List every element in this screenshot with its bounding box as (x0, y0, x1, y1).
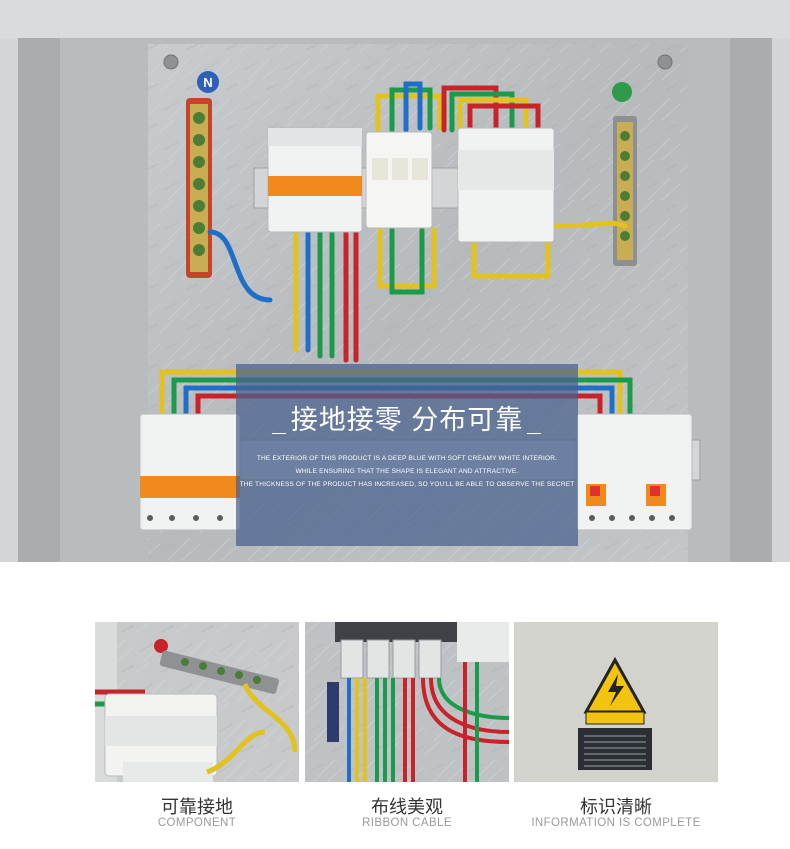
feature-title-wiring: 布线美观 (371, 797, 443, 817)
feature-subtitle-grounding: COMPONENT (157, 817, 237, 829)
feature-title-labeling: 标识清晰 (580, 797, 652, 817)
overlay-text-line-3: THE THICKNESS OF THE PRODUCT HAS INCREAS… (239, 481, 575, 488)
upper-breaker-group (267, 127, 555, 243)
hero-photo: N (0, 0, 790, 562)
n-badge (197, 71, 219, 93)
overlay-rule-right (527, 433, 541, 434)
overlay-panel (236, 364, 578, 546)
overlay-text-line-2: WHILE ENSURING THAT THE SHAPE IS ELEGANT… (295, 468, 519, 475)
thumb-labeling (514, 622, 718, 782)
thumb-grounding (95, 622, 299, 782)
lightning-bolt-icon (608, 674, 624, 706)
neutral-bus-bar (186, 98, 212, 278)
lower-breaker-row (139, 413, 693, 531)
thumb-wiring (305, 622, 509, 782)
feature-title-grounding: 可靠接地 (161, 797, 233, 817)
feature-subtitle-wiring: RIBBON CABLE (362, 817, 452, 829)
overlay-title: 接地接零 分布可靠 (290, 405, 524, 435)
feature-subtitle-labeling: INFORMATION IS COMPLETE (531, 817, 701, 829)
overlay-text-line-1: THE EXTERIOR OF THIS PRODUCT IS A DEEP B… (256, 455, 558, 462)
nameplate (578, 728, 652, 770)
n-badge-label: N (203, 75, 212, 90)
overlay-rule-left (272, 433, 286, 434)
